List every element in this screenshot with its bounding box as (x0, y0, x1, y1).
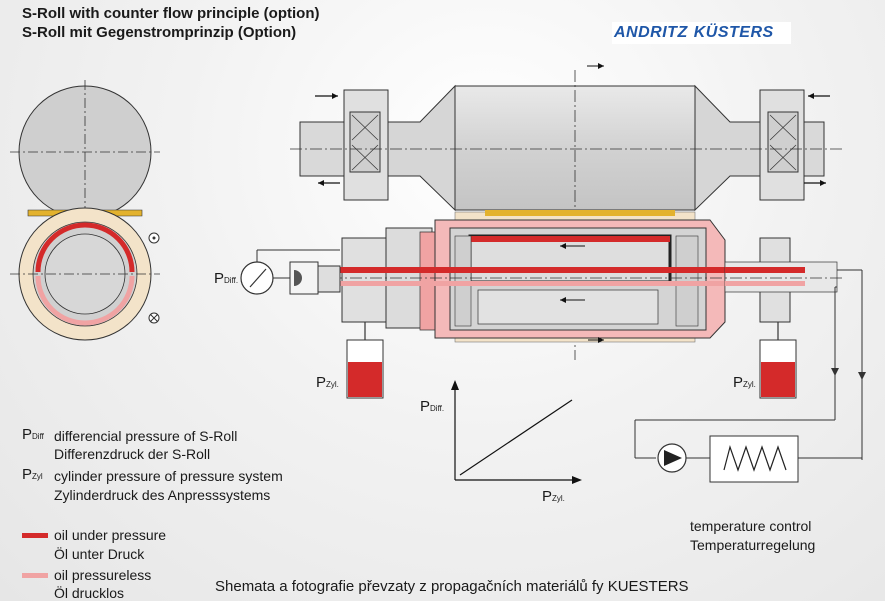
pzyl-right-label: PZyl. (733, 374, 756, 391)
nip-band (485, 210, 675, 216)
legend-pdiff-en: PDiff (22, 426, 44, 443)
cylinder-left (346, 322, 384, 399)
legend-oil-pressure-de: Öl unter Druck (54, 546, 145, 562)
side-view (10, 80, 160, 341)
legend-pdiff-text-en: differencial pressure of S-Roll (54, 428, 238, 444)
pzyl-left-label: PZyl. (316, 374, 339, 391)
temperature-circuit (634, 269, 866, 483)
graph-x-label: PZyl. (542, 488, 565, 505)
source-caption: Shemata a fotografie převzaty z propagač… (215, 578, 689, 595)
legend-pzyl-text-de: Zylinderdruck des Anpresssystems (54, 487, 271, 503)
legend-oil-pressure-swatch (22, 533, 48, 538)
logo-kuesters: KÜSTERS (693, 24, 774, 41)
legend-oil-pressure-en: oil under pressure (54, 527, 167, 543)
temperature-control-de: Temperaturregelung (690, 537, 816, 553)
legend-oil-pressureless-swatch (22, 573, 48, 578)
temperature-control-en: temperature control (690, 518, 812, 534)
logo-andritz: ANDRITZ (614, 24, 688, 41)
s-roll-section (290, 219, 845, 343)
andritz-kuesters-logo: ANDRITZ KÜSTERS (612, 22, 791, 44)
graph-y-label: PDiff. (420, 398, 445, 415)
legend-oil-pressureless-en: oil pressureless (54, 567, 152, 583)
legend-pzyl-text-en: cylinder pressure of pressure system (54, 468, 283, 484)
top-roll (290, 63, 845, 360)
pdiff-label: PDiff. (214, 270, 239, 287)
differential-pressure-gauge (240, 249, 341, 295)
legend-pdiff-text-de: Differenzdruck der S-Roll (54, 446, 211, 462)
legend-oil-pressureless-de: Öl drucklos (54, 585, 125, 601)
pressure-graph (451, 380, 582, 484)
legend-pzyl-symbol: PZyl (22, 466, 43, 483)
title-german: S-Roll mit Gegenstromprinzip (Option) (22, 24, 297, 41)
cylinder-right (759, 322, 797, 399)
title-english: S-Roll with counter flow principle (opti… (22, 5, 320, 22)
